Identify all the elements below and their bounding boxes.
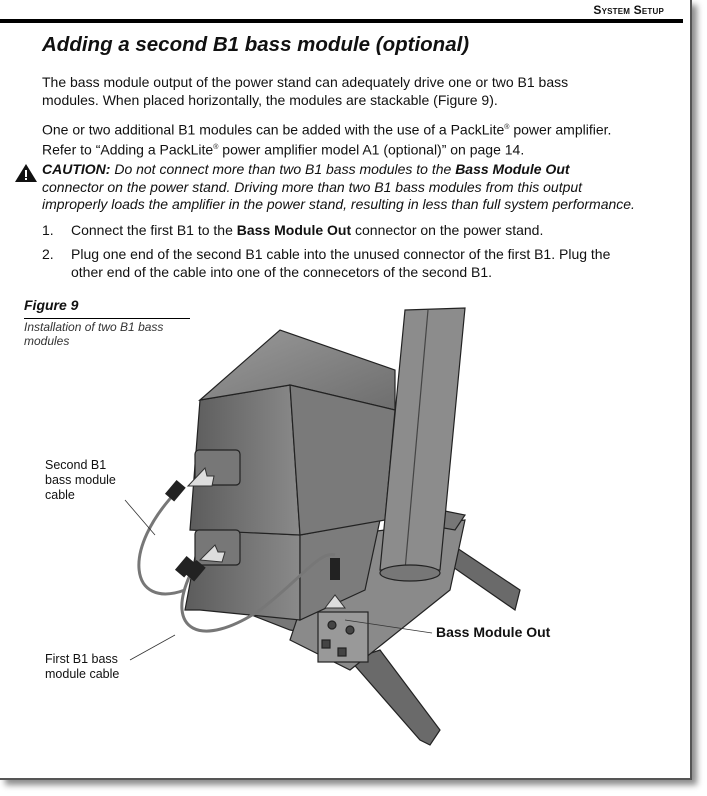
paragraph-line: The bass module output of the power stan… bbox=[42, 74, 569, 90]
callout-first-cable: First B1 bass module cable bbox=[45, 652, 120, 681]
step-1: 1. Connect the first B1 to the Bass Modu… bbox=[42, 222, 544, 238]
bass-module-illustration bbox=[124, 307, 521, 746]
paragraph-2: One or two additional B1 modules can be … bbox=[42, 119, 682, 158]
paragraph-line: Refer to “Adding a PackLite® power ampli… bbox=[42, 141, 525, 158]
section-header: System Setup bbox=[593, 3, 664, 17]
caution-line: connector on the power stand. Driving mo… bbox=[42, 178, 583, 195]
header-rule bbox=[0, 19, 683, 23]
figure-rule bbox=[24, 318, 190, 319]
paragraph-1: The bass module output of the power stan… bbox=[42, 73, 682, 109]
caution-line: CAUTION: Do not connect more than two B1… bbox=[42, 161, 570, 177]
page-title: Adding a second B1 bass module (optional… bbox=[42, 33, 470, 56]
warning-triangle-icon bbox=[15, 164, 37, 182]
paragraph-line: One or two additional B1 modules can be … bbox=[42, 121, 612, 138]
figure-caption: Installation of two B1 bass modules bbox=[24, 320, 164, 348]
callout-bass-module-out: Bass Module Out bbox=[436, 624, 551, 640]
callout-second-cable: Second B1 bass module cable bbox=[45, 458, 116, 502]
caution-line: improperly loads the amplifier in the po… bbox=[42, 196, 635, 212]
figure-label: Figure 9 bbox=[24, 297, 79, 313]
paragraph-line: modules. When placed horizontally, the m… bbox=[42, 92, 498, 108]
step-2: 2. Plug one end of the second B1 cable i… bbox=[42, 246, 611, 280]
caution-note: CAUTION: Do not connect more than two B1… bbox=[14, 161, 674, 214]
document-page: System Setup Adding a second B1 bass mod… bbox=[0, 0, 692, 780]
